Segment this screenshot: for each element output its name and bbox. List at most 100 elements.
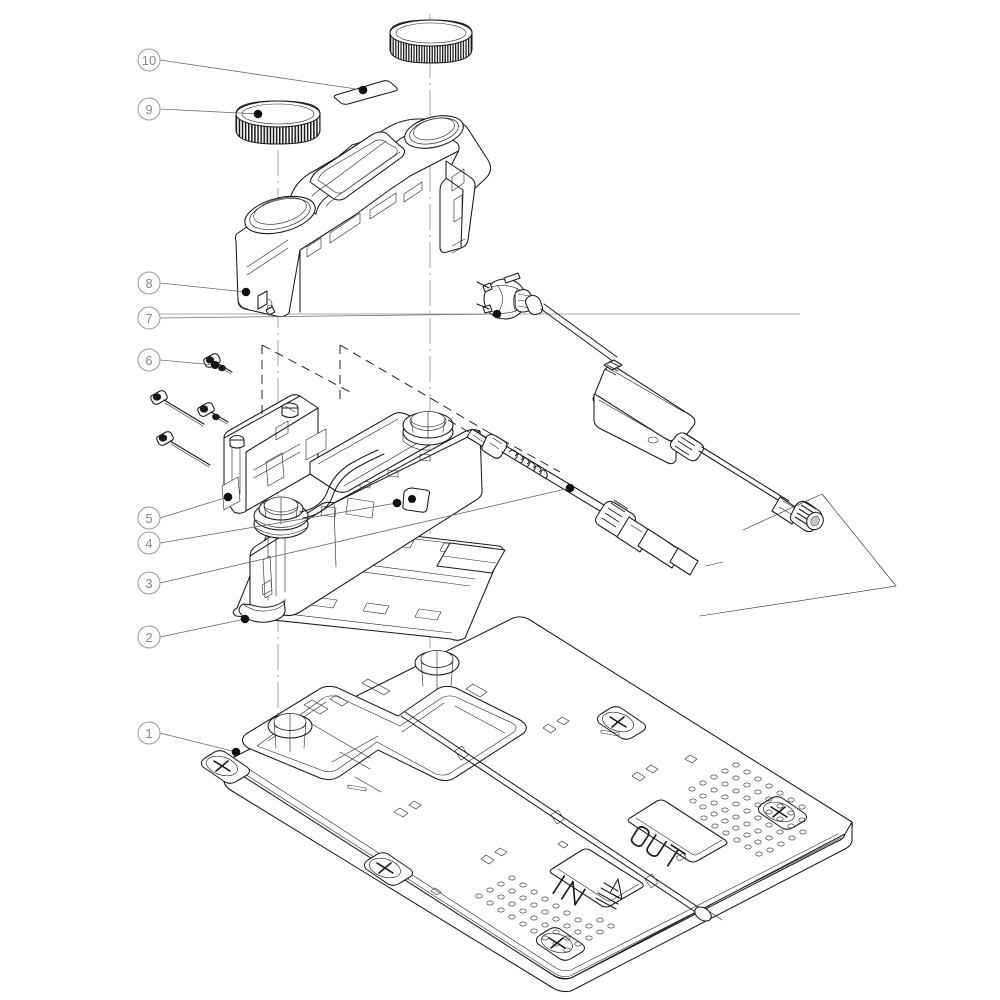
leader-4: [159, 502, 398, 544]
leader-2: [159, 618, 246, 638]
psu-output-connector: [771, 496, 824, 533]
callout-6[interactable]: 6: [137, 348, 161, 372]
callout-1[interactable]: 1: [137, 721, 161, 745]
part-base-plate: [200, 616, 853, 993]
screw-boss-corner-left: [200, 750, 251, 784]
cavity-detail-d: [465, 683, 488, 698]
screw-boss-corner-right: [596, 706, 647, 740]
dash-diag-c: [487, 431, 561, 473]
detail-boundary-c: [699, 585, 897, 617]
housing-top-panel-edge: [311, 140, 387, 197]
callout-label-1: 1: [145, 726, 152, 741]
housing-right-clip: [453, 194, 463, 223]
base-plate-top-face: [223, 616, 853, 980]
chassis-marks: [359, 453, 431, 489]
chassis-left-pump-head: [253, 496, 309, 539]
callout-4[interactable]: 4: [137, 531, 161, 555]
part-power-supply-adapter: [476, 272, 824, 533]
part-upper-housing-cover: [234, 115, 492, 318]
tube-channel-tail: [706, 909, 723, 921]
cavity-detail-b: [329, 694, 349, 707]
leader-dot-1: [231, 747, 241, 757]
callout-5[interactable]: 5: [137, 506, 161, 530]
chassis-recess-b: [320, 505, 337, 518]
callout-2[interactable]: 2: [137, 625, 161, 649]
leader-dot-9: [253, 109, 263, 119]
housing-detail-pocket-3: [369, 192, 397, 220]
chassis-cross-rail-inner: [317, 418, 429, 487]
leader-6: [159, 359, 216, 366]
base-plate-groove: [237, 761, 839, 971]
callout-circle-4: [137, 531, 161, 555]
vent-field-lower: [475, 875, 615, 953]
tube-channel-end: [694, 906, 712, 922]
housing-detail-pocket-4: [403, 181, 423, 203]
housing-right-leg: [439, 160, 476, 254]
cavity-boss-left: [267, 713, 313, 753]
plug-top-prong: [503, 272, 521, 284]
callout-circle-9: [137, 97, 161, 121]
cavity-detail-a: [303, 699, 329, 715]
callout-circle-5: [137, 506, 161, 530]
mains-cable-a: [540, 308, 615, 363]
part-knurled-cap-top: [389, 19, 473, 64]
chassis-inner-pocket-2: [305, 428, 327, 461]
callout-7[interactable]: 7: [137, 306, 161, 330]
chassis-recess-a: [345, 497, 375, 519]
callout-9[interactable]: 9: [137, 97, 161, 121]
part-knurled-cap-left: [235, 100, 321, 145]
callout-label-10: 10: [142, 53, 156, 68]
cap-left-top-inner: [241, 103, 315, 125]
leader-dot-2: [240, 614, 250, 624]
psu-output-cable-b: [701, 446, 790, 502]
plug-grip: [524, 294, 544, 316]
chassis-inner-pocket: [275, 420, 289, 441]
out-label-text: [630, 826, 686, 867]
callout-8[interactable]: 8: [137, 271, 161, 295]
callout-circle-7: [137, 306, 161, 330]
dc-barrel-connector: [595, 499, 699, 576]
callout-circle-1: [137, 721, 161, 745]
callout-label-9: 9: [145, 102, 152, 117]
chassis-internal-tube-b: [302, 453, 385, 519]
out-label-plaque: [627, 799, 728, 863]
tube-clip-c: [644, 873, 659, 889]
leader-9: [159, 108, 259, 115]
housing-switch-detail: [257, 290, 276, 316]
base-plate-out-label: [627, 799, 728, 867]
callout-label-2: 2: [145, 630, 152, 645]
tube-channel-line-b: [404, 711, 705, 912]
callout-label-3: 3: [145, 576, 152, 591]
cap-left-top: [235, 100, 321, 128]
callout-label-7: 7: [145, 311, 152, 326]
chassis-rib-plate: [262, 555, 273, 599]
housing-right-port: [404, 115, 464, 149]
dash-diag-a: [261, 344, 351, 393]
cavity-detail-e: [339, 751, 371, 770]
screw-4: [156, 431, 211, 468]
callout-circle-10: [137, 48, 161, 72]
callout-circle-6: [137, 348, 161, 372]
in-flow-arrow-icon: [595, 878, 623, 910]
callout-circle-8: [137, 271, 161, 295]
out-label-inner: [635, 817, 723, 856]
callout-label-5: 5: [145, 511, 152, 526]
callout-leaders: [159, 59, 571, 753]
mains-cable-b: [543, 303, 618, 358]
dc-pigtail-body: [481, 433, 508, 459]
detail-boundary-b: [821, 493, 897, 587]
chassis-top-post-2: [229, 434, 245, 449]
callout-10[interactable]: 10: [137, 48, 161, 72]
cavity-detail-f: [354, 776, 382, 793]
leader-dot-4: [392, 498, 402, 508]
callout-circle-2: [137, 625, 161, 649]
chassis-right-boss: [402, 411, 454, 451]
callout-3[interactable]: 3: [137, 571, 161, 595]
leader-dot-5: [223, 492, 233, 502]
chassis-frame-plate-b: [265, 452, 285, 487]
leader-dot-10: [358, 85, 368, 95]
leader-5: [159, 496, 229, 519]
cavity-detail-c: [361, 678, 391, 696]
base-plate-tube-channel: [400, 711, 723, 922]
